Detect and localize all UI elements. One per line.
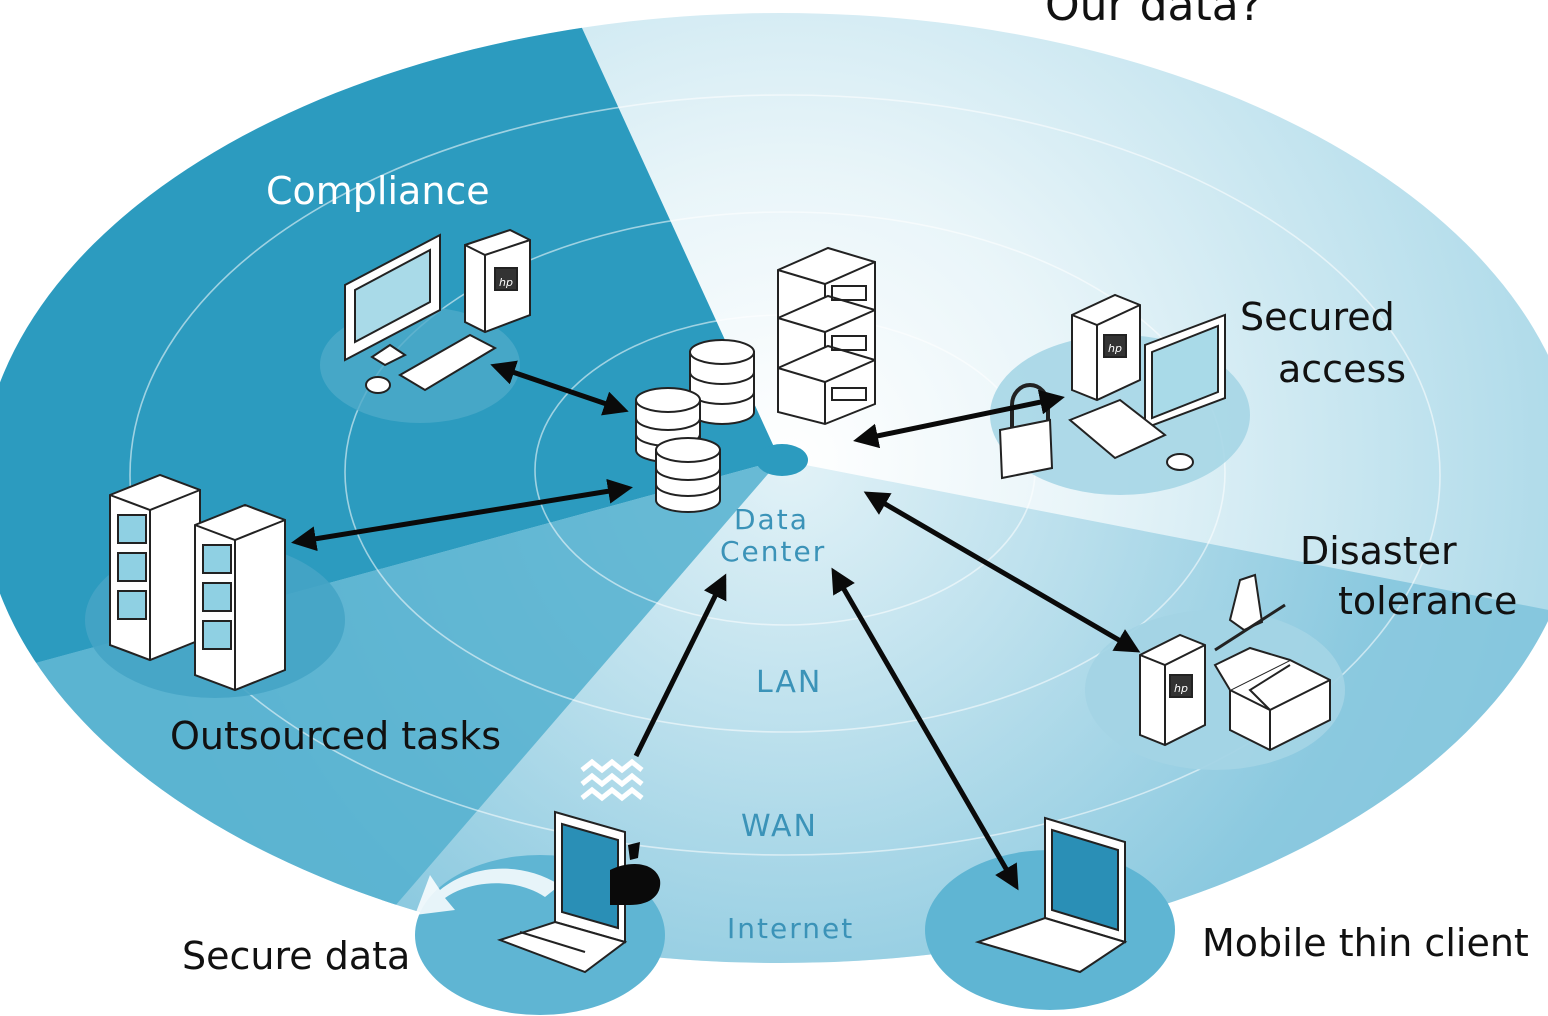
gloved-hand-icon [610, 842, 661, 905]
outsourced-servers-icon [109, 473, 286, 692]
svg-text:hp: hp [1108, 342, 1122, 355]
hand-cable-icon [1214, 573, 1286, 652]
arrow-secured [853, 389, 1065, 449]
zone-lan: LAN [756, 665, 822, 700]
svg-text:hp: hp [1174, 682, 1188, 695]
rotate-arrow-icon [415, 868, 560, 915]
label-secured-line2: access [1278, 347, 1406, 391]
label-secured-line1: Secured [1240, 295, 1395, 339]
server-rack-icon [777, 246, 876, 426]
label-data-center-line2: Center [720, 535, 826, 568]
arrow-compliance [490, 360, 629, 416]
database-icon [635, 339, 755, 513]
waves-icon [580, 758, 644, 802]
label-mobile: Mobile thin client [1202, 921, 1529, 965]
disaster-thinclient-icon [1139, 633, 1206, 747]
label-disaster-line2: tolerance [1338, 579, 1517, 623]
top-caption: Our data? [1045, 0, 1262, 31]
arrow-mobile [831, 567, 1019, 891]
arrow-secure-data [633, 573, 727, 758]
zone-wan: WAN [741, 809, 818, 844]
data-center-dot [756, 444, 808, 476]
label-data-center-line1: Data [734, 503, 809, 536]
secure-laptop-icon [496, 810, 628, 974]
label-secure-data: Secure data [182, 934, 410, 978]
label-compliance: Compliance [266, 169, 490, 213]
label-disaster-line1: Disaster [1300, 529, 1457, 573]
mobile-laptop-icon [974, 816, 1128, 974]
connection-arrows [291, 360, 1141, 891]
secured-desktop-icon [1068, 293, 1226, 471]
compliance-desktop-icon [344, 228, 531, 394]
hp-logo-icon: hp hp hp [499, 276, 1188, 695]
svg-text:hp: hp [499, 276, 513, 289]
label-outsourced: Outsourced tasks [170, 714, 501, 758]
arrow-outsourced [291, 478, 633, 552]
zone-internet: Internet [727, 912, 854, 945]
box-icon [1213, 646, 1331, 752]
